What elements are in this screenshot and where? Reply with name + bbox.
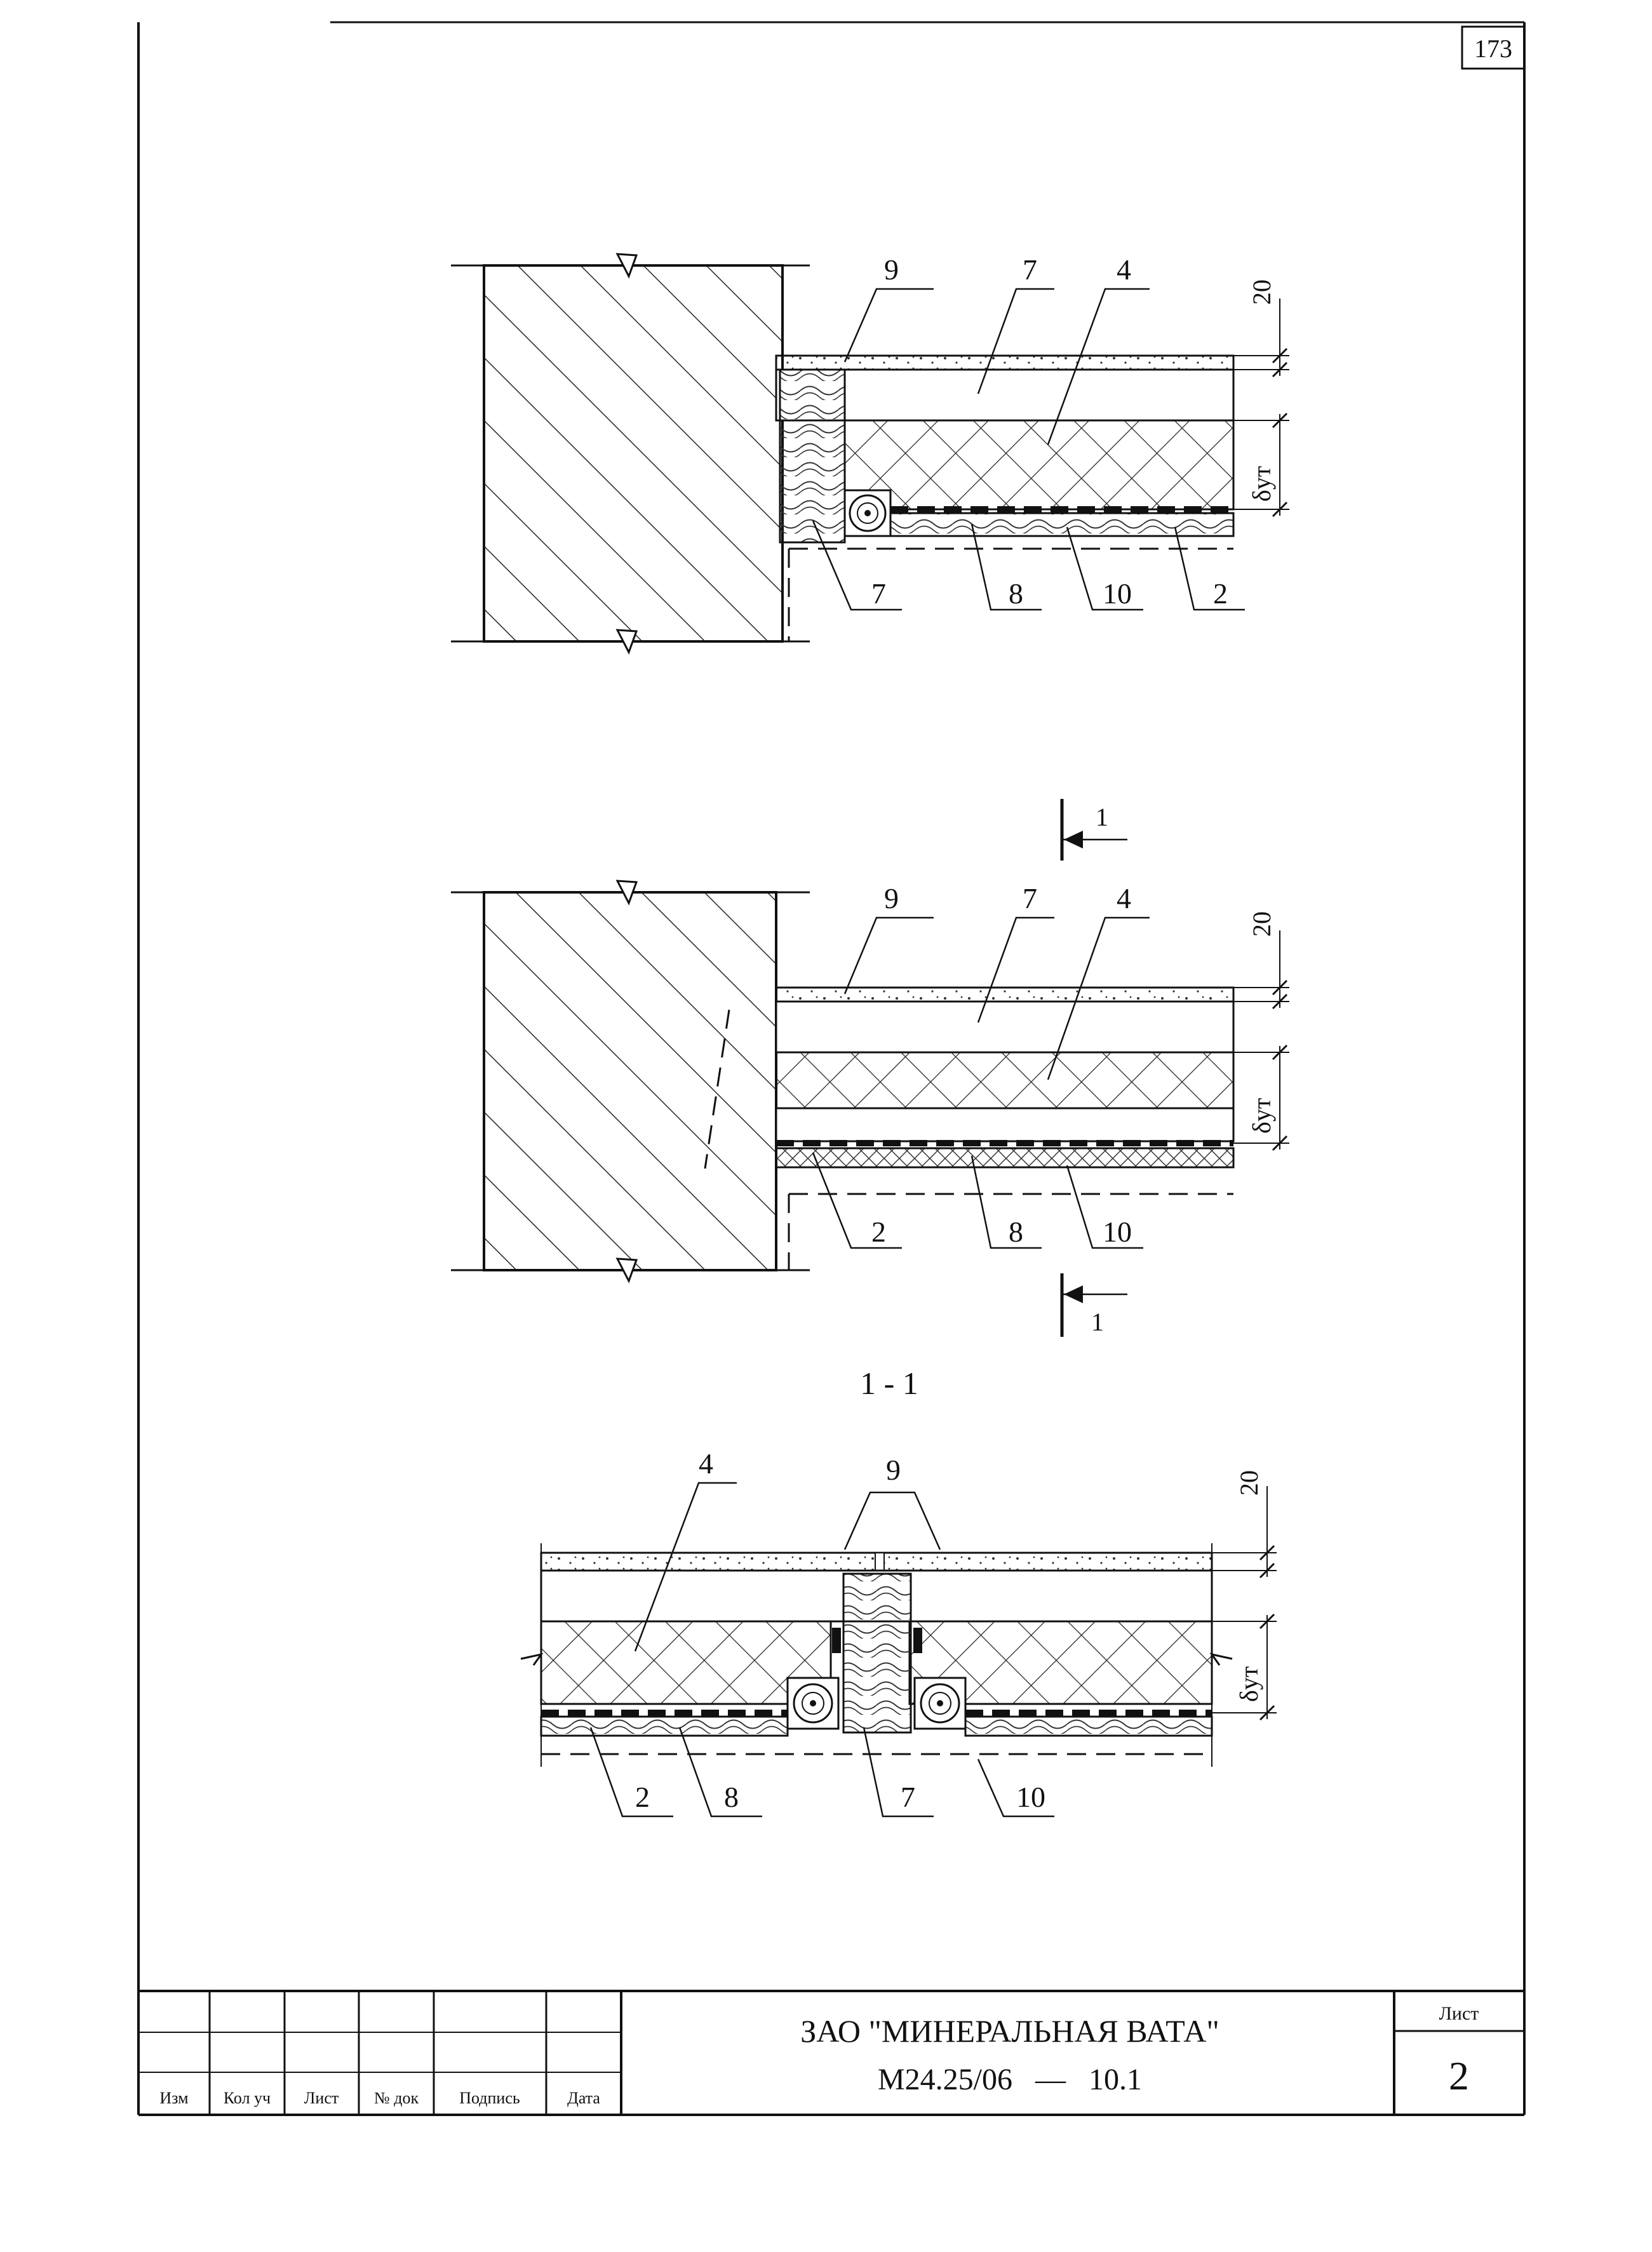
col-izm: Изм — [159, 2089, 188, 2107]
col-signature: Подпись — [459, 2089, 520, 2107]
detail-section-1-1: 1 - 1 20 δут — [520, 1365, 1277, 1818]
callout-10: 10 — [1016, 1781, 1045, 1813]
detail-top: 20 δут 9 7 4 7 8 10 2 — [451, 253, 1289, 655]
dim-mid-20: 20 — [1247, 911, 1276, 937]
col-doc-no: № док — [374, 2089, 419, 2107]
dim-mid-insulation: δут — [1247, 1098, 1276, 1134]
title-block: Изм Кол уч Лист № док Подпись Дата ЗАО "… — [138, 1990, 1524, 2115]
page-number-box: 173 — [1461, 25, 1526, 70]
callout-7: 7 — [1023, 253, 1037, 286]
col-date: Дата — [567, 2089, 600, 2107]
dim-top-20: 20 — [1247, 279, 1276, 305]
callout-2: 2 — [871, 1216, 886, 1248]
dim-sec-insulation: δут — [1235, 1666, 1263, 1702]
section-title: 1 - 1 — [860, 1365, 918, 1401]
callout-7b: 7 — [871, 577, 886, 610]
col-list: Лист — [304, 2089, 339, 2107]
callout-9: 9 — [884, 253, 899, 286]
callout-8: 8 — [1009, 1216, 1023, 1248]
callout-9: 9 — [884, 882, 899, 915]
callout-8: 8 — [724, 1781, 739, 1813]
cut-mark-bottom: 1 — [1091, 1308, 1104, 1336]
sheet-label: Лист — [1439, 2003, 1479, 2024]
callout-10: 10 — [1103, 577, 1132, 610]
organization-name: ЗАО "МИНЕРАЛЬНАЯ ВАТА" — [800, 2013, 1219, 2049]
callout-7: 7 — [901, 1781, 915, 1813]
dim-top-insulation: δут — [1247, 466, 1276, 502]
dim-sec-20: 20 — [1235, 1470, 1263, 1496]
callout-4: 4 — [1117, 253, 1131, 286]
page-number: 173 — [1474, 34, 1512, 63]
cut-mark-top: 1 — [1096, 803, 1108, 831]
detail-middle: 1 1 20 δут — [451, 799, 1289, 1337]
callout-4: 4 — [699, 1447, 713, 1480]
sheet-frame — [137, 21, 1526, 2116]
callout-7: 7 — [1023, 882, 1037, 915]
callout-2: 2 — [1213, 577, 1228, 610]
callout-4: 4 — [1117, 882, 1131, 915]
callout-8: 8 — [1009, 577, 1023, 610]
col-kol-uch: Кол уч — [224, 2089, 271, 2107]
callout-9: 9 — [886, 1454, 901, 1486]
callout-10: 10 — [1103, 1216, 1132, 1248]
sheet-number: 2 — [1449, 2053, 1469, 2098]
document-code: М24.25/06 — 10.1 — [878, 2063, 1142, 2096]
callout-2: 2 — [635, 1781, 650, 1813]
